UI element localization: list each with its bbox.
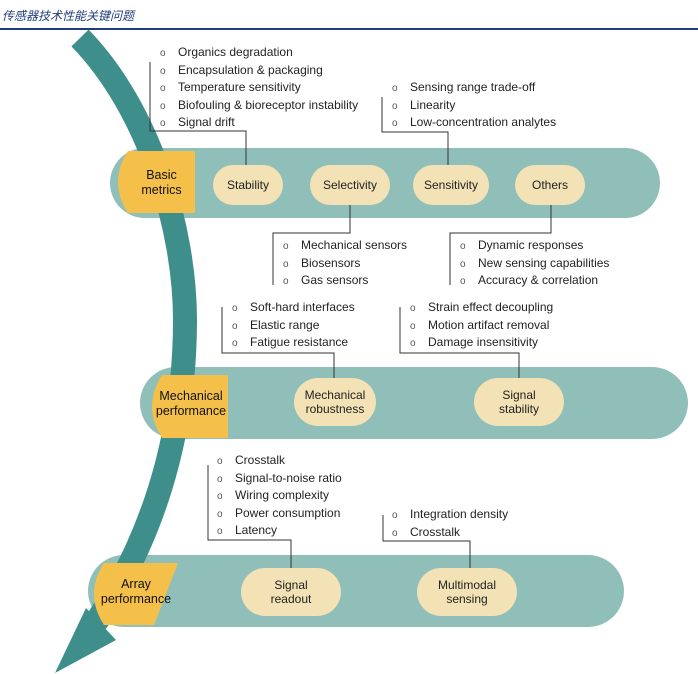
list-item: New sensing capabilities: [460, 255, 609, 273]
header-title: 传感器技术性能关键问题: [2, 9, 135, 23]
list-item: Latency: [217, 522, 342, 540]
stability-pill: Stability: [213, 165, 283, 205]
selectivity-connector: [272, 205, 351, 285]
list-item: Integration density: [392, 506, 508, 524]
readout-line2: readout: [270, 592, 312, 606]
multimodal-notes: Integration density Crosstalk: [392, 506, 508, 541]
basic-metrics-badge: [118, 151, 195, 213]
mechanical-label-line2: performance: [155, 404, 227, 418]
list-item: Dynamic responses: [460, 237, 609, 255]
report-header: 传感器技术性能关键问题: [0, 0, 698, 30]
robustness-connector: [221, 307, 335, 378]
basic-label-line2: metrics: [141, 183, 182, 197]
list-item: Motion artifact removal: [410, 317, 553, 335]
signal-stability-notes: Strain effect decoupling Motion artifact…: [410, 299, 553, 352]
list-item: Power consumption: [217, 505, 342, 523]
list-item: Accuracy & correlation: [460, 272, 609, 290]
sensitivity-pill: Sensitivity: [413, 165, 489, 205]
list-item: Crosstalk: [217, 452, 342, 470]
signal-stability-line1: Signal: [502, 388, 536, 402]
list-item: Mechanical sensors: [283, 237, 407, 255]
list-item: Organics degradation: [160, 44, 358, 62]
others-pill: Others: [515, 165, 585, 205]
array-badge: [94, 563, 178, 625]
signal-stability-line2: stability: [498, 402, 539, 416]
list-item: Soft-hard interfaces: [232, 299, 355, 317]
mechanical-label-line1: Mechanical: [159, 389, 223, 403]
selectivity-pill: Selectivity: [310, 165, 390, 205]
list-item: Signal drift: [160, 114, 358, 132]
list-item: Sensing range trade-off: [392, 79, 556, 97]
robustness-notes: Soft-hard interfaces Elastic range Fatig…: [232, 299, 355, 352]
robustness-line1: Mechanical: [304, 388, 366, 402]
list-item: Elastic range: [232, 317, 355, 335]
list-item: Damage insensitivity: [410, 334, 553, 352]
sensitivity-text: Sensitivity: [423, 178, 479, 192]
array-label-line1: Array: [121, 577, 151, 591]
sensitivity-notes: Sensing range trade-off Linearity Low-co…: [392, 79, 556, 132]
readout-line1: Signal: [274, 578, 308, 592]
list-item: Temperature sensitivity: [160, 79, 358, 97]
stability-notes: Organics degradation Encapsulation & pac…: [160, 44, 358, 132]
readout-notes: Crosstalk Signal-to-noise ratio Wiring c…: [217, 452, 342, 540]
signal-stability-connector: [399, 307, 520, 378]
list-item: Biosensors: [283, 255, 407, 273]
basic-metrics-label: Basic metrics: [128, 168, 195, 198]
others-text: Others: [531, 178, 568, 192]
list-item: Linearity: [392, 97, 556, 115]
mechanical-badge: [152, 375, 228, 438]
header-rule: [0, 28, 698, 30]
list-item: Fatigue resistance: [232, 334, 355, 352]
list-item: Encapsulation & packaging: [160, 62, 358, 80]
list-item: Biofouling & bioreceptor instability: [160, 97, 358, 115]
multimodal-line1: Multimodal: [437, 578, 497, 592]
list-item: Signal-to-noise ratio: [217, 470, 342, 488]
progress-arrow-shaft: [71, 29, 198, 635]
selectivity-notes: Mechanical sensors Biosensors Gas sensor…: [283, 237, 407, 290]
array-label: Array performance: [92, 577, 180, 607]
stability-text: Stability: [226, 178, 270, 192]
others-connector: [449, 205, 552, 285]
others-notes: Dynamic responses New sensing capabiliti…: [460, 237, 609, 290]
multimodal-line2: sensing: [446, 592, 488, 606]
progress-arrow-head: [55, 608, 116, 673]
basic-label-line1: Basic: [146, 168, 177, 182]
list-item: Gas sensors: [283, 272, 407, 290]
mechanical-label: Mechanical performance: [146, 389, 236, 419]
selectivity-text: Selectivity: [322, 178, 378, 192]
list-item: Strain effect decoupling: [410, 299, 553, 317]
list-item: Low-concentration analytes: [392, 114, 556, 132]
robustness-line2: robustness: [305, 402, 365, 416]
list-item: Wiring complexity: [217, 487, 342, 505]
list-item: Crosstalk: [392, 524, 508, 542]
array-label-line2: performance: [100, 592, 172, 606]
